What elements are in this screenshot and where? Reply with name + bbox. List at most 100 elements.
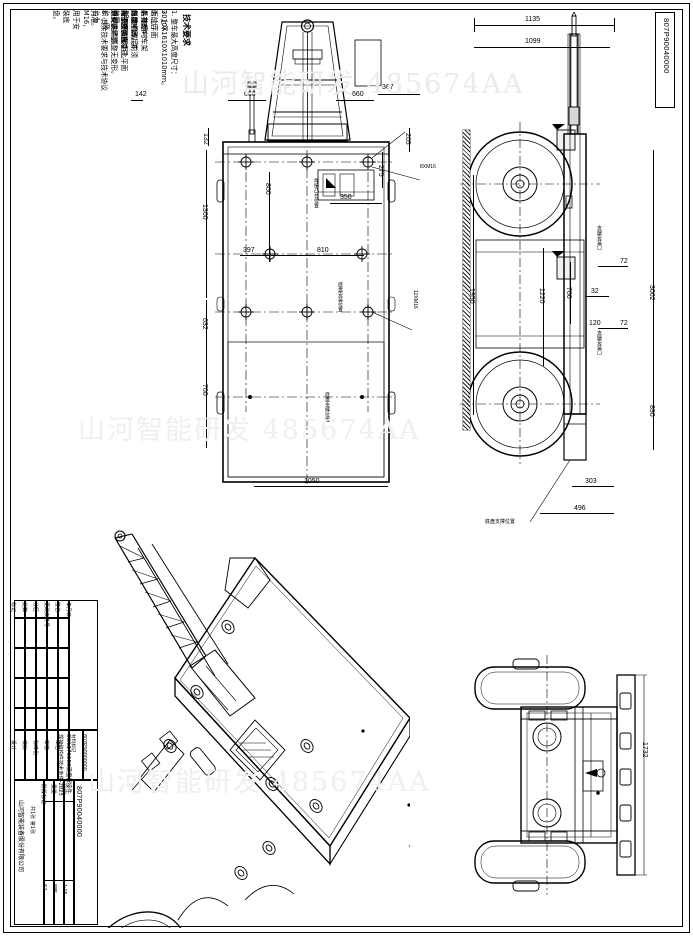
tb-weight-value: 885: [51, 884, 57, 893]
title-block: 设计 校对 标准化 审核 工艺 标记 处数 分区 更改文件号 签名 年月日 SW…: [10, 600, 98, 925]
tb-material-label: 材料标记: [70, 734, 75, 753]
dim-line-132: [208, 128, 209, 146]
dim-350: 350: [340, 194, 352, 201]
tb-header-changefile: 更改文件号: [43, 602, 49, 628]
plan-note-1: 焊接凸台位置: [313, 178, 319, 208]
dim-line-303: [572, 486, 614, 487]
tb-product-cell: [69, 730, 83, 780]
dim-205: 205: [404, 133, 411, 145]
dim-800: 800: [264, 183, 271, 195]
dim-1220: 1220: [538, 288, 545, 304]
dim-line-1220: [543, 248, 544, 366]
dim-line-810: [272, 255, 364, 256]
dim-700: 700: [201, 384, 208, 396]
tb-row-1: [14, 600, 69, 618]
dim-line-800: [269, 172, 270, 262]
dim-1099: 1099: [525, 38, 541, 45]
tech-req-item-7: 7. 结构件须整无变形。: [110, 10, 118, 78]
dim-line-1300: [206, 150, 207, 298]
tb-row-6: [14, 730, 69, 780]
thread-12xm16: 12XM16: [412, 290, 418, 309]
tb-row-4: [14, 678, 69, 708]
tb-header-sign: 签名: [54, 602, 60, 613]
tb-company: 山河智能装备股份有限公司: [17, 800, 24, 873]
isometric-view-geometry: [88, 530, 410, 928]
plan-note-2: 底盘支撑位置: [324, 392, 330, 422]
dim-line-496: [540, 513, 614, 514]
dim-line-32: [585, 296, 609, 297]
dim-line-890: [653, 372, 654, 450]
dim-632: 632: [201, 318, 208, 330]
dim-810: 810: [317, 247, 329, 254]
dim-72-a: 72: [620, 258, 628, 265]
dim-line-660b: [336, 100, 374, 101]
dim-line-397: [240, 255, 272, 256]
thread-8xm16: 8XM16: [420, 164, 436, 170]
tb-header-zone: 分区: [32, 602, 38, 613]
dim-line-142: [131, 100, 143, 101]
dim-120: 120: [589, 320, 601, 327]
dim-496: 496: [574, 505, 586, 512]
tb-company-cell: [14, 780, 44, 925]
dim-660-a: 660: [244, 91, 256, 98]
dim-32: 32: [591, 288, 599, 295]
dim-line-700: [206, 386, 207, 448]
dim-890: 890: [648, 405, 655, 417]
tb-header-date: 年月日: [65, 602, 71, 618]
dim-397: 397: [243, 247, 255, 254]
tb-drawing-number-top: 807P90000000: [81, 734, 87, 771]
dim-700-side: 700: [565, 287, 572, 299]
dim-line-72b: [598, 328, 628, 329]
tb-dwgno-cell: [83, 730, 98, 780]
side-note-1: 支腿安装口: [596, 225, 602, 250]
dim-line-1135: [474, 25, 614, 26]
dim-line-1099: [474, 47, 610, 48]
tb-scale-label: 比例: [60, 784, 66, 795]
tech-req-item-8: 8. 其余技术要求与技术协议为准。: [90, 10, 108, 91]
drawing-code-right-text: 807P90040000: [662, 18, 671, 74]
tb-sheet-label: 共1张 第1张: [29, 806, 35, 834]
dim-1950: 1950: [468, 288, 475, 304]
tb-mainno-cell: [74, 780, 98, 925]
ext-1135-l: [474, 18, 475, 32]
dim-line-205: [409, 128, 410, 152]
rear-view-geometry: [474, 655, 647, 895]
dim-3002: 3002: [648, 285, 655, 301]
dim-303: 303: [585, 478, 597, 485]
dim-line-660a: [228, 100, 266, 101]
tb-row-2: [14, 618, 69, 648]
tb-header-mark: 标记: [10, 602, 16, 613]
tb-labels-row: [44, 780, 74, 802]
dim-line-700side: [570, 262, 571, 324]
dim-275: 275: [377, 165, 384, 177]
tb-header-area: [69, 600, 98, 730]
ext-1135-r: [614, 18, 615, 32]
tb-row-5: [14, 708, 69, 730]
dim-line-1050: [254, 486, 388, 487]
side-view-geometry: [460, 12, 600, 523]
tb-stage-label: 阶段标记: [40, 784, 46, 805]
dim-1135: 1135: [525, 16, 541, 23]
dim-1732: 1732: [641, 742, 648, 758]
dim-line-367: [378, 94, 420, 95]
drawing-code-box: 807P90040000: [655, 12, 675, 108]
tb-role-approve: 审核: [43, 740, 49, 751]
tb-drawing-number-main: 807P90040000: [75, 786, 82, 838]
tb-header-count: 处数: [21, 602, 27, 613]
tb-row-3: [14, 648, 69, 678]
dim-line-275: [382, 152, 383, 188]
sheet-border-inner: [10, 9, 683, 927]
dim-line-1950: [473, 175, 474, 415]
plan-note-3: 底盘安装位置: [337, 282, 343, 312]
ground-hatch: [463, 130, 470, 430]
tb-values-row: [44, 880, 74, 925]
dim-line-3002: [653, 150, 654, 450]
sheet-border-outer: [3, 3, 690, 933]
tb-role-design: 设计: [10, 740, 16, 751]
dim-1300: 1300: [201, 204, 208, 220]
dim-line-632: [206, 300, 207, 386]
tb-role-standard: 标准化: [32, 740, 38, 756]
plan-view-geometry: [215, 19, 421, 487]
tb-scale-value: 1:15: [61, 884, 67, 895]
